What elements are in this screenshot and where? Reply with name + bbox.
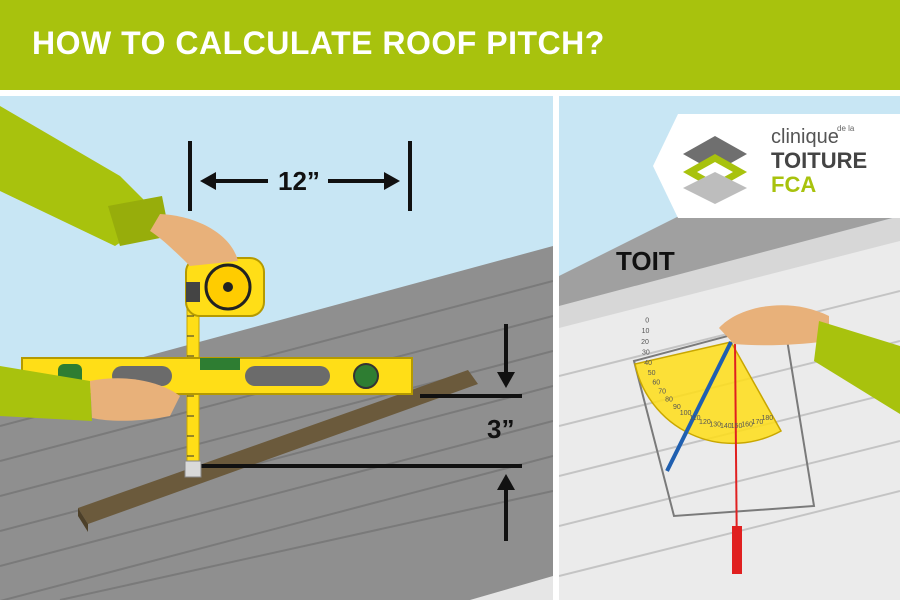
protractor-scale-label: 60 [652,380,660,387]
spirit-level [21,357,413,395]
protractor-scale-label: 0 [645,318,649,325]
protractor-scale-label: 90 [673,404,681,411]
protractor-scale-label: 100 [680,410,692,417]
protractor-scale-label: 160 [741,422,753,429]
protractor-scale-label: 70 [658,389,666,396]
protractor-scale-label: 120 [699,419,711,426]
level-measurement-illustration [0,106,553,600]
page-title: HOW TO CALCULATE ROOF PITCH? [32,25,605,61]
protractor-scale-label: 40 [644,360,652,367]
horizontal-dimension-marker [188,141,412,211]
wooden-board [78,370,478,524]
roof-edge [470,576,553,600]
brand-logo: clinique de la TOITURE FCA [653,114,900,218]
protractor-scale-label: 150 [731,423,743,430]
protractor-scale-label: 130 [709,422,721,429]
panel-divider [553,90,559,600]
left-illustration-panel: 12” 3” [0,96,553,600]
roof-fascia [559,216,900,336]
blue-indicator [665,341,733,472]
protractor-scale-label: 140 [720,423,732,430]
lower-arm [0,366,180,421]
protractor-scale-label: 50 [648,370,656,377]
logo-text-clinique: clinique [771,126,839,148]
protractor-scale-label: 30 [642,350,650,357]
protractor-scale-label: 80 [665,397,673,404]
protractor-scale-label: 10 [642,328,650,335]
upper-arm [0,106,238,266]
logo-text-fca: FCA [771,172,817,197]
logo-text-toiture: TOITURE [771,148,868,173]
logo-badge [653,114,900,218]
logo-text-de-la: de la [837,124,855,133]
header-banner: HOW TO CALCULATE ROOF PITCH? [0,0,900,90]
protractor-scale-label: 180 [761,415,773,422]
roof-label: TOIT [616,246,675,276]
tape-measure-case [185,257,265,317]
protractor-scale-label: 20 [641,339,649,346]
horizontal-measure-label: 12” [278,166,320,196]
hand-arm [719,305,900,414]
vertical-dimension-marker [200,324,522,541]
vertical-measure-label: 3” [487,414,515,444]
protractor-scale-label: 110 [689,415,700,422]
protractor-scale-label: 170 [752,419,764,426]
